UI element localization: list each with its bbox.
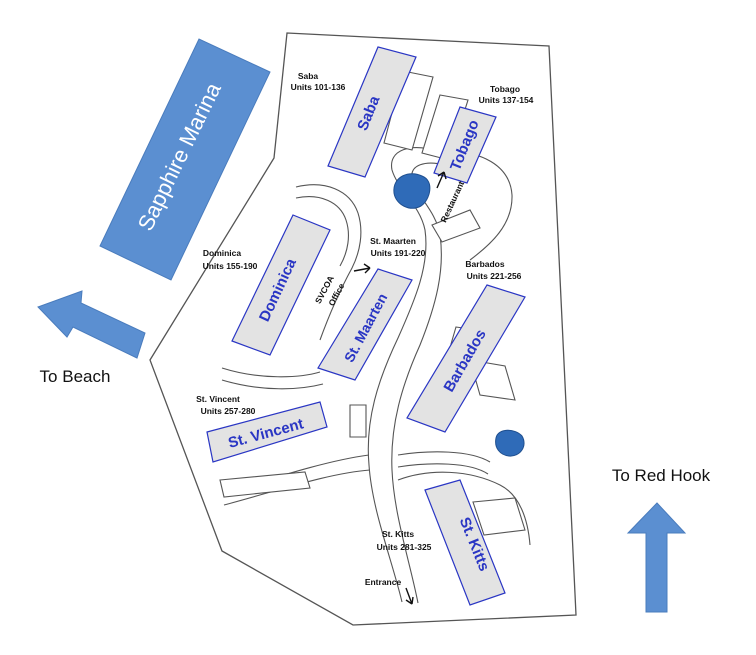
pond-icon xyxy=(393,173,431,209)
pond-icon xyxy=(495,429,525,457)
marina-block xyxy=(99,38,271,281)
to-red-hook-label: To Red Hook xyxy=(612,466,711,485)
entrance-label: Entrance xyxy=(365,577,402,587)
building-shape xyxy=(327,46,417,178)
st-vincent-name-label: St. Vincent xyxy=(196,394,240,404)
pointer-arrow-icon xyxy=(353,263,371,274)
unit-labels: Saba Units 101-136 Tobago Units 137-154 … xyxy=(196,71,534,552)
dominica-units-label: Units 155-190 xyxy=(203,261,258,271)
structure xyxy=(472,497,526,536)
st-maarten-name-label: St. Maarten xyxy=(370,236,416,246)
arrow-left-icon xyxy=(37,290,146,359)
structure xyxy=(349,404,367,438)
dominica-name-label: Dominica xyxy=(203,248,242,258)
st-maarten-units-label: Units 191-220 xyxy=(371,248,426,258)
st-kitts-units-label: Units 281-325 xyxy=(377,542,432,552)
st-vincent-units-label: Units 257-280 xyxy=(201,406,256,416)
building-shape xyxy=(231,214,331,356)
building-shape xyxy=(424,479,506,606)
building-saba: Saba xyxy=(327,46,417,178)
saba-name-label: Saba xyxy=(298,71,319,81)
structure xyxy=(383,70,434,151)
south-lane xyxy=(397,451,491,475)
curved-drive-inner xyxy=(295,196,349,267)
tobago-name-label: Tobago xyxy=(490,84,520,94)
west-loop xyxy=(221,367,324,390)
building-shape xyxy=(433,106,497,184)
structure xyxy=(431,209,481,243)
st-kitts-name-label: St. Kitts xyxy=(382,529,414,539)
pointer-arrow-icon xyxy=(436,171,447,189)
building-shape xyxy=(406,284,526,433)
tobago-units-label: Units 137-154 xyxy=(479,95,534,105)
building-shape xyxy=(317,268,413,381)
structure xyxy=(219,471,311,498)
barbados-name-label: Barbados xyxy=(465,259,504,269)
arrow-up-icon xyxy=(626,502,687,613)
building-shape xyxy=(206,401,328,463)
barbados-units-label: Units 221-256 xyxy=(467,271,522,281)
kitts-drive xyxy=(397,471,531,546)
saba-units-label: Units 101-136 xyxy=(291,82,346,92)
to-beach-label: To Beach xyxy=(40,367,111,386)
main-road-west xyxy=(367,147,441,603)
curved-drive xyxy=(295,184,362,341)
pointer-arrow-icon xyxy=(405,587,414,605)
